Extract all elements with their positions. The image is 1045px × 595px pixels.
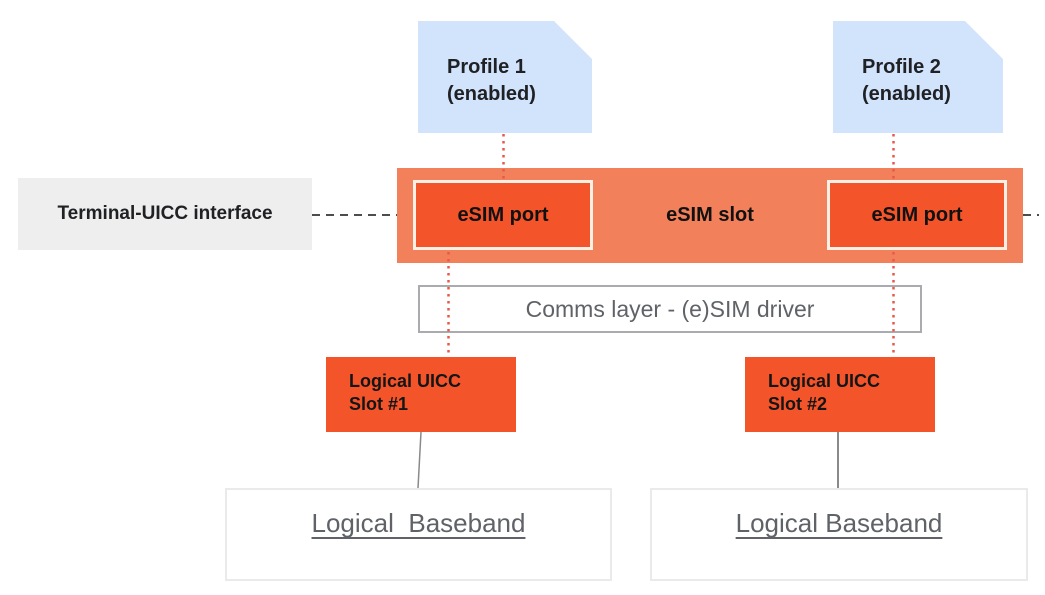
uicc-1-line2: Slot #1 bbox=[349, 394, 409, 414]
logical-uicc-slot-1-box: Logical UICC Slot #1 bbox=[326, 357, 516, 432]
esim-port-2-label: eSIM port bbox=[871, 203, 963, 226]
logical-baseband-2-box: Logical Baseband bbox=[650, 488, 1028, 581]
terminal-uicc-interface-text: Terminal-UICC interface bbox=[57, 203, 273, 224]
profile-1-state: (enabled) bbox=[447, 83, 536, 105]
profile-1-card: Profile 1 (enabled) bbox=[418, 21, 592, 133]
logical-baseband-1-label: Logical Baseband bbox=[311, 508, 526, 538]
esim-port-1-label: eSIM port bbox=[457, 203, 549, 226]
logical-baseband-2-label: Logical Baseband bbox=[735, 508, 943, 538]
logical-uicc-slot-2-box: Logical UICC Slot #2 bbox=[745, 357, 935, 432]
uicc1-baseband1-line bbox=[417, 431, 422, 489]
comms-layer-box: Comms layer - (e)SIM driver bbox=[418, 285, 922, 333]
profile-2-state: (enabled) bbox=[862, 83, 951, 105]
profile-2-card: Profile 2 (enabled) bbox=[833, 21, 1003, 133]
esim-port-1-box: eSIM port bbox=[413, 180, 593, 250]
logical-baseband-1-box: Logical Baseband bbox=[225, 488, 612, 581]
uicc-1-line1: Logical UICC bbox=[349, 371, 462, 391]
uicc-2-line2: Slot #2 bbox=[768, 394, 828, 414]
uicc-2-line1: Logical UICC bbox=[768, 371, 881, 391]
esim-slot-label: eSIM slot bbox=[593, 180, 827, 250]
profile-2-name: Profile 2 bbox=[862, 56, 941, 78]
comms-layer-label: Comms layer - (e)SIM driver bbox=[525, 295, 815, 322]
esim-port-2-box: eSIM port bbox=[827, 180, 1007, 250]
terminal-uicc-interface-label: Terminal-UICC interface bbox=[18, 178, 312, 250]
profile-1-name: Profile 1 bbox=[447, 56, 526, 78]
esim-slot-text: eSIM slot bbox=[666, 203, 754, 226]
